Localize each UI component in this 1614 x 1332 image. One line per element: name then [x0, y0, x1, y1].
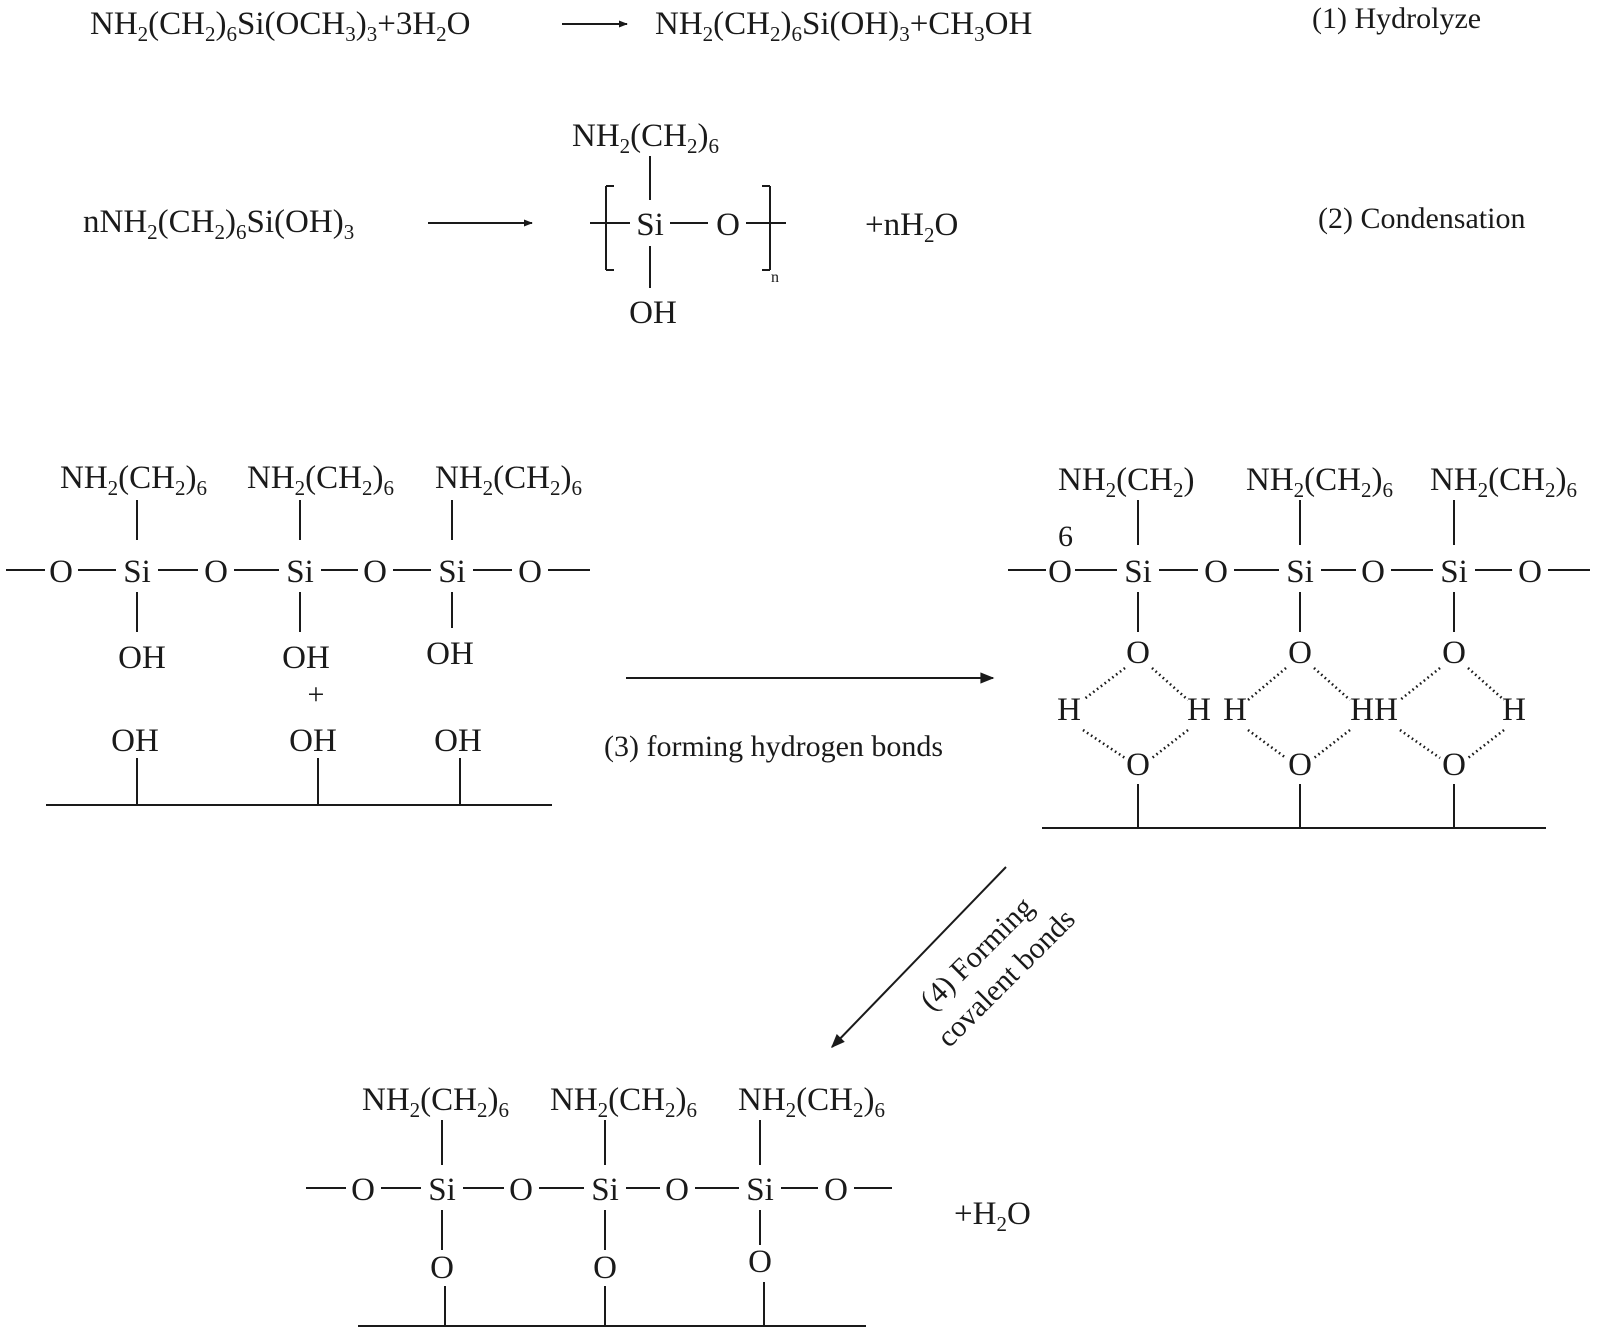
hydrogen-bonded-layer: NH2(CH2) 6 NH2(CH2)6 NH2(CH2)6 O Si O Si… [1008, 462, 1590, 829]
hydrolysis-label: (1) Hydrolyze [1312, 2, 1481, 35]
aminohexyl-group-2: NH2(CH2)6 [1246, 462, 1393, 502]
silicon-2: Si [286, 554, 314, 590]
substrate-oh-1: OH [111, 723, 159, 759]
hydrogen-atom: H [1057, 692, 1081, 728]
hydrogen-bond [1247, 667, 1287, 701]
siloxane-o: O [351, 1172, 375, 1208]
hydrogen-bond [1151, 728, 1189, 760]
silicon-1: Si [428, 1172, 456, 1208]
hydrogen-atom: H [1374, 692, 1398, 728]
siloxane-o: O [363, 554, 387, 590]
substrate-oh-3: OH [434, 723, 482, 759]
aminohexyl-group-2: NH2(CH2)6 [247, 460, 394, 500]
hydrogen-atom: H [1187, 692, 1211, 728]
covalent-bonding-arrow [831, 866, 1007, 1049]
hydrogen-bond [1082, 666, 1126, 702]
hydrogen-bond [1313, 728, 1351, 760]
aminohexyl-group-1: NH2(CH2)6 [60, 460, 207, 500]
aminohexyl-group-3: NH2(CH2)6 [1430, 462, 1577, 502]
aminohexyl-group-3: NH2(CH2)6 [738, 1082, 885, 1122]
siloxane-o: O [1204, 554, 1228, 590]
covalently-bonded-layer: NH2(CH2)6 NH2(CH2)6 NH2(CH2)6 O Si O Si … [306, 1082, 1031, 1327]
repeat-index-n: n [771, 269, 779, 286]
condensation-reactant: nNH2(CH2)6Si(OH)3 [83, 204, 354, 244]
hydrogen-atom: H [1502, 692, 1526, 728]
aminohexyl-group-1: NH2(CH2)6 [362, 1082, 509, 1122]
bridging-o-2: O [593, 1250, 617, 1286]
plus-sign: + [308, 678, 325, 711]
substrate-o-3: O [1442, 747, 1466, 783]
hydrogen-bond [1399, 728, 1441, 760]
siloxane-o: O [518, 554, 542, 590]
silicon-3: Si [1440, 554, 1468, 590]
siloxane-o: O [1048, 554, 1072, 590]
silanol-o-2: O [1288, 635, 1312, 671]
hydrogen-bond [1399, 666, 1441, 702]
silanol-oh-1: OH [118, 640, 166, 676]
silicon-3: Si [438, 554, 466, 590]
subscript-six: 6 [1058, 520, 1073, 553]
hydrogen-bond [1151, 667, 1189, 701]
silanol-o-3: O [1442, 635, 1466, 671]
bridging-o-1: O [430, 1250, 454, 1286]
hydrogen-bond [1467, 667, 1505, 701]
hydrogen-atom: H [1223, 692, 1247, 728]
hydroxylated-substrate: OH OH OH [46, 723, 552, 806]
repeat-unit-oh: OH [629, 295, 677, 331]
repeat-unit-aminohexyl: NH2(CH2)6 [572, 118, 719, 158]
silanol-oligomer: NH2(CH2)6 NH2(CH2)6 NH2(CH2)6 O Si O Si … [6, 460, 590, 711]
hydrolysis-reactant: NH2(CH2)6Si(OCH3)3+3H2O [90, 6, 471, 46]
condensation-reaction: nNH2(CH2)6Si(OH)3 NH2(CH2)6 Si O n OH +n… [83, 118, 1525, 331]
aminohexyl-group-3: NH2(CH2)6 [435, 460, 582, 500]
hydrogen-bond [1082, 728, 1126, 760]
silicon-3: Si [746, 1172, 774, 1208]
silicon-1: Si [1124, 554, 1152, 590]
released-water: +H2O [954, 1196, 1031, 1236]
silanol-oh-3: OH [426, 636, 474, 672]
condensation-label: (2) Condensation [1318, 202, 1525, 235]
siloxane-o: O [1518, 554, 1542, 590]
polysiloxane-repeat-unit: NH2(CH2)6 Si O n OH [572, 118, 786, 331]
siloxane-o: O [509, 1172, 533, 1208]
siloxane-o: O [1361, 554, 1385, 590]
hydrogen-bond [1467, 728, 1505, 760]
siloxane-o: O [665, 1172, 689, 1208]
step4-label: (4) Forming covalent bonds [914, 890, 1082, 1053]
hydrolysis-reaction: NH2(CH2)6Si(OCH3)3+3H2O NH2(CH2)6Si(OH)3… [90, 2, 1481, 46]
repeat-unit-o: O [716, 207, 740, 243]
substrate-o-2: O [1288, 747, 1312, 783]
hydrogen-atom: H [1350, 692, 1374, 728]
siloxane-o: O [204, 554, 228, 590]
hydrolysis-product: NH2(CH2)6Si(OH)3+CH3OH [655, 6, 1032, 46]
siloxane-o: O [49, 554, 73, 590]
step3-label: (3) forming hydrogen bonds [604, 730, 943, 763]
aminohexyl-group-1: NH2(CH2) [1058, 462, 1195, 502]
silicon-2: Si [591, 1172, 619, 1208]
silanol-oh-2: OH [282, 640, 330, 676]
hydrogen-bond [1313, 667, 1351, 701]
substrate-o-1: O [1126, 747, 1150, 783]
repeat-unit-si: Si [636, 207, 664, 243]
silanol-o-1: O [1126, 635, 1150, 671]
substrate-oh-2: OH [289, 723, 337, 759]
condensation-water: +nH2O [865, 207, 958, 247]
silicon-2: Si [1286, 554, 1314, 590]
hydrogen-bond [1247, 728, 1287, 760]
aminohexyl-group-2: NH2(CH2)6 [550, 1082, 697, 1122]
bridging-o-3: O [748, 1244, 772, 1280]
siloxane-o: O [824, 1172, 848, 1208]
silicon-1: Si [123, 554, 151, 590]
